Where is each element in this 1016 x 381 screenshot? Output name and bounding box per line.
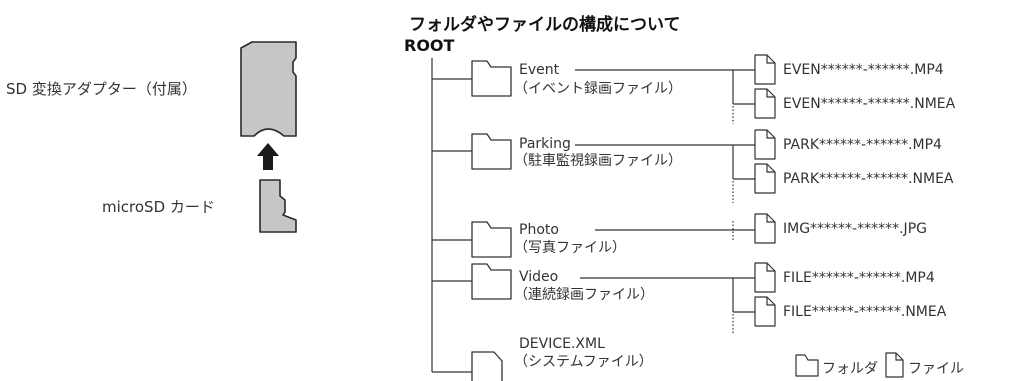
- folder-desc-parking: （駐車監視録画ファイル）: [514, 153, 682, 169]
- folder-icon-parking: [471, 133, 512, 170]
- file-name: FILE******-******.MP4: [783, 270, 935, 286]
- folder-icon-video: [471, 263, 512, 300]
- folder-name-event: Event: [519, 62, 560, 78]
- microsd-card-icon: [259, 179, 297, 233]
- legend-file-icon: [885, 352, 904, 378]
- folder-desc-event: （イベント録画ファイル）: [514, 81, 682, 97]
- file-name: FILE******-******.NMEA: [783, 304, 947, 320]
- sd-adapter-icon: [240, 41, 297, 137]
- microsd-card-label: microSD カード: [102, 198, 215, 216]
- folder-icon-photo: [471, 221, 512, 258]
- file-icon: [754, 262, 776, 293]
- sd-card-illustration: [240, 41, 297, 233]
- tree-title: フォルダやファイルの構成について: [409, 15, 681, 35]
- root-label: ROOT: [404, 36, 455, 55]
- legend-folder-icon: [795, 354, 819, 377]
- folder-name-video: Video: [519, 269, 559, 285]
- file-icon: [754, 213, 776, 244]
- folder-icon-event: [471, 60, 512, 97]
- file-icon: [754, 296, 776, 327]
- folder-name-photo: Photo: [519, 222, 559, 238]
- legend-folder-label: フォルダ: [822, 361, 878, 377]
- device-file-desc: （システムファイル）: [514, 354, 653, 370]
- device-file-name: DEVICE.XML: [519, 336, 605, 352]
- file-name: EVEN******-******.NMEA: [783, 96, 956, 112]
- legend-file-label: ファイル: [908, 361, 964, 377]
- sd-adapter-label: SD 変換アダプター（付属）: [6, 80, 197, 98]
- folder-desc-video: （連続録画ファイル）: [514, 287, 654, 303]
- insert-arrow-icon: [257, 143, 279, 170]
- file-icon: [754, 88, 776, 119]
- file-icon: [754, 54, 776, 85]
- folder-desc-photo: （写真ファイル）: [514, 240, 626, 256]
- file-icon: [754, 129, 776, 160]
- file-icon-device: [471, 351, 503, 381]
- file-name: PARK******-******.NMEA: [783, 171, 954, 187]
- folder-name-parking: Parking: [519, 136, 571, 152]
- file-name: EVEN******-******.MP4: [783, 62, 944, 78]
- file-icon: [754, 163, 776, 194]
- file-name: IMG******-******.JPG: [783, 221, 927, 237]
- file-name: PARK******-******.MP4: [783, 137, 942, 153]
